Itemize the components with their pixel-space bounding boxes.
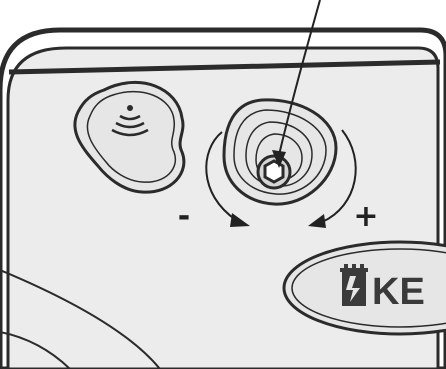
brand-badge: KE <box>282 240 446 336</box>
minus-label: - <box>178 199 190 234</box>
rotate-cw-arrow <box>308 129 357 228</box>
wave-signal-icon <box>111 105 149 137</box>
pointer-arrow <box>272 0 321 168</box>
rotate-ccw-arrow <box>205 131 250 227</box>
plus-label: + <box>353 199 378 234</box>
hex-screw-icon <box>256 154 292 190</box>
brand-text: KE <box>372 271 425 313</box>
sensor-cap <box>73 80 186 194</box>
castle-tower-icon <box>340 264 368 306</box>
